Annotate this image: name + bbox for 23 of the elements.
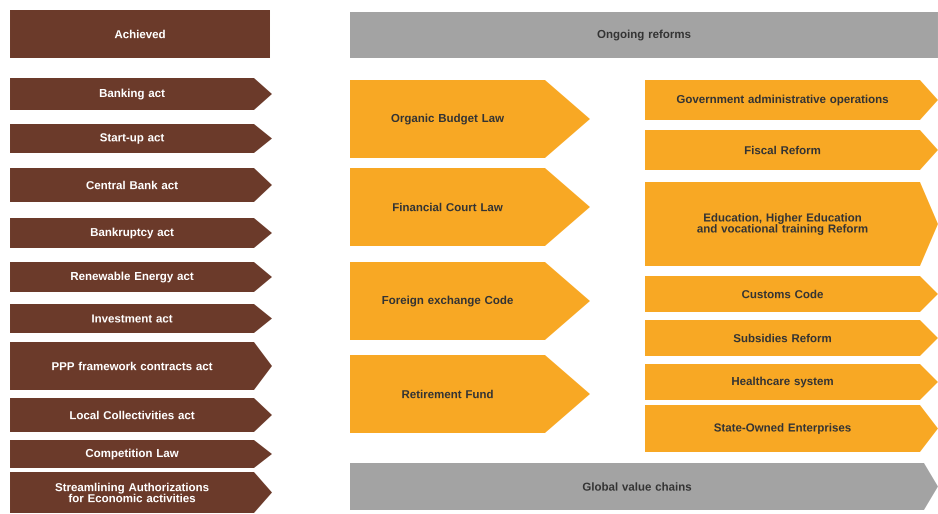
arrow-box: Local Collectivities act bbox=[10, 398, 272, 432]
arrow-box: Organic Budget Law bbox=[350, 80, 590, 158]
arrow-box: Subsidies Reform bbox=[645, 320, 938, 356]
header-box: Ongoing reforms bbox=[350, 12, 938, 58]
arrow-box: Financial Court Law bbox=[350, 168, 590, 246]
header-box: Achieved bbox=[10, 10, 270, 58]
arrow-box: Retirement Fund bbox=[350, 355, 590, 433]
arrow-box: Government administrative operations bbox=[645, 80, 938, 120]
arrow-box: State-Owned Enterprises bbox=[645, 405, 938, 452]
arrow-box: Investment act bbox=[10, 304, 272, 333]
arrow-box: Healthcare system bbox=[645, 364, 938, 400]
arrow-box: Foreign exchange Code bbox=[350, 262, 590, 340]
arrow-box: Streamlining Authorizations for Economic activities bbox=[10, 472, 272, 513]
arrow-box: Renewable Energy act bbox=[10, 262, 272, 292]
arrow-box: Fiscal Reform bbox=[645, 130, 938, 170]
arrow-box: Start-up act bbox=[10, 124, 272, 153]
arrow-box: Central Bank act bbox=[10, 168, 272, 202]
arrow-box: Banking act bbox=[10, 78, 272, 110]
arrow-box: Education, Higher Education and vocational training Reform bbox=[645, 182, 938, 266]
arrow-box: Competition Law bbox=[10, 440, 272, 468]
arrow-box: PPP framework contracts act bbox=[10, 342, 272, 390]
arrow-box: Customs Code bbox=[645, 276, 938, 312]
arrow-box: Bankruptcy act bbox=[10, 218, 272, 248]
